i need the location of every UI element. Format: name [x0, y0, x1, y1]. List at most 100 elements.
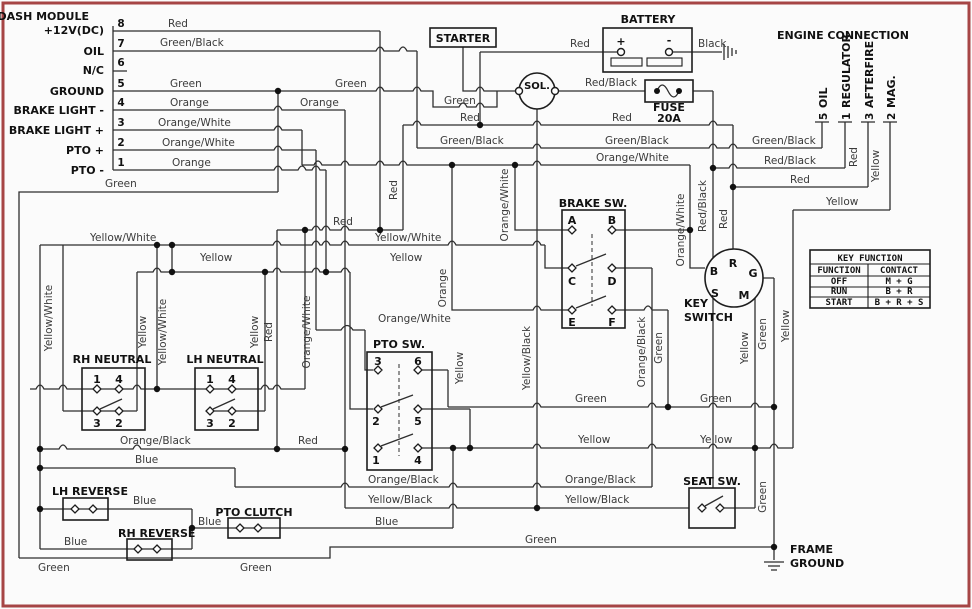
battery: BATTERY + -	[602, 13, 693, 73]
lh-reverse-label: LH REVERSE	[52, 485, 128, 498]
wire-label: Red	[298, 435, 318, 447]
pto-terminal-number: 2	[372, 415, 380, 428]
wire-label: Yellow	[249, 315, 261, 349]
brake-switch: BRAKE SW. A B C D E F	[559, 197, 628, 329]
brake-terminal-letter: B	[608, 214, 616, 227]
table-title: KEY FUNCTION	[837, 254, 902, 264]
key-switch-label: KEY	[684, 297, 709, 310]
engine-pin-number: 5	[818, 113, 830, 120]
wire-label: Yellow	[199, 252, 233, 264]
wire-label: Green/Black	[160, 37, 225, 49]
wire-label: Green	[335, 78, 367, 90]
wire-label: Yellow/Black	[367, 494, 433, 506]
table-cell: B + R	[885, 287, 913, 297]
engine-pin-number: 2	[886, 113, 898, 120]
wire-label: Yellow/Black	[521, 325, 533, 391]
wire-label: Orange/White	[301, 296, 313, 369]
table-cell: B + R + S	[875, 298, 924, 308]
wire-label: Green	[525, 534, 557, 546]
lh-neutral-switch: LH NEUTRAL 1 4 3 2	[186, 353, 264, 431]
wire-label: Orange/White	[675, 194, 687, 267]
wire-label: Red/Black	[697, 179, 709, 232]
frame-ground-label: GROUND	[790, 557, 844, 570]
key-switch: R B G S M KEY SWITCH	[684, 248, 764, 324]
frame-ground: FRAME GROUND	[790, 543, 844, 570]
wire-label: Yellow	[870, 149, 882, 183]
pto-terminal-number: 3	[374, 355, 382, 368]
wire-label: Blue	[198, 516, 221, 528]
wire-label: Orange	[437, 269, 449, 308]
neutral-terminal-number: 2	[228, 417, 236, 430]
pto-terminal-number: 5	[414, 415, 422, 428]
wire-label: Yellow	[699, 434, 733, 446]
table-cell: M + G	[885, 277, 912, 287]
solenoid: SOL.	[514, 72, 560, 110]
wire-label: Green	[240, 562, 272, 574]
wire-label: Yellow	[780, 309, 792, 343]
dash-pin-number: 5	[117, 78, 124, 90]
wire-label: Red/Black	[764, 155, 817, 167]
seat-switch: SEAT SW.	[683, 475, 741, 529]
engine-pin-label: AFTERFIRE	[863, 41, 876, 108]
wire-label: Yellow	[825, 196, 859, 208]
wire-label: Green	[757, 481, 769, 513]
neutral-terminal-number: 3	[93, 417, 101, 430]
wire-label: Red	[333, 216, 353, 228]
wire-label: Red	[612, 112, 632, 124]
wire-label: Yellow	[454, 351, 466, 385]
wire-label: Green	[700, 393, 732, 405]
wire-label: Blue	[64, 536, 87, 548]
neutral-terminal-number: 4	[115, 373, 123, 386]
wire-label: Orange/Black	[368, 474, 440, 486]
wire-label: Orange/White	[499, 169, 511, 242]
wire-label: Yellow/Black	[564, 494, 630, 506]
wire-label: Yellow/White	[157, 299, 169, 366]
dash-pin-number: 1	[117, 157, 124, 169]
brake-terminal-letter: F	[608, 316, 616, 329]
key-function-table: KEY FUNCTION FUNCTION CONTACT OFF M + G …	[809, 249, 931, 309]
wire-label: Green	[444, 95, 476, 107]
fuse: FUSE 20A	[644, 79, 694, 125]
wire-label: Green	[170, 78, 202, 90]
rh-reverse-label: RH REVERSE	[118, 527, 195, 540]
brake-terminal-letter: A	[568, 214, 577, 227]
engine-pin-label: REGULATOR	[840, 34, 853, 108]
wire-label: Red	[848, 147, 860, 167]
pto-terminal-number: 4	[414, 454, 422, 467]
wire-label: Orange/White	[162, 137, 235, 149]
dash-pin-number: 7	[117, 38, 124, 50]
wire-label: Orange/Black	[120, 435, 192, 447]
pto-switch: PTO SW. 3 6 2 5 1 4	[366, 338, 433, 471]
wire-label: Orange/White	[378, 313, 451, 325]
wire-label: Green	[575, 393, 607, 405]
dash-pin-label: PTO +	[66, 144, 104, 157]
dash-pin-number: 6	[117, 57, 124, 69]
table-cell: RUN	[831, 287, 847, 297]
table-cell: START	[825, 298, 853, 308]
wire-label: Green	[105, 178, 137, 190]
dash-module-title: DASH MODULE	[0, 10, 89, 23]
wire-label: Orange	[300, 97, 339, 109]
wire-label: Blue	[135, 454, 158, 466]
pto-clutch-label: PTO CLUTCH	[215, 506, 292, 519]
dash-pin-label: PTO -	[71, 164, 104, 177]
wire-label: Orange	[170, 97, 209, 109]
dash-pin-label: OIL	[84, 45, 104, 58]
battery-negative-sign: -	[667, 34, 672, 47]
wire-label: Yellow	[577, 434, 611, 446]
fuse-rating: 20A	[657, 112, 681, 125]
rh-reverse-switch: RH REVERSE	[118, 527, 195, 561]
key-terminal-letter: B	[710, 265, 718, 278]
table-header: CONTACT	[880, 266, 919, 276]
key-terminal-letter: G	[748, 267, 757, 280]
pto-terminal-number: 1	[372, 454, 380, 467]
solenoid-terminal	[514, 86, 524, 96]
dash-pin-label: N/C	[83, 64, 104, 77]
pto-terminal-number: 6	[414, 355, 422, 368]
wire-label: Yellow	[137, 315, 149, 349]
battery-positive-terminal	[616, 47, 626, 57]
wire-label: Blue	[375, 516, 398, 528]
